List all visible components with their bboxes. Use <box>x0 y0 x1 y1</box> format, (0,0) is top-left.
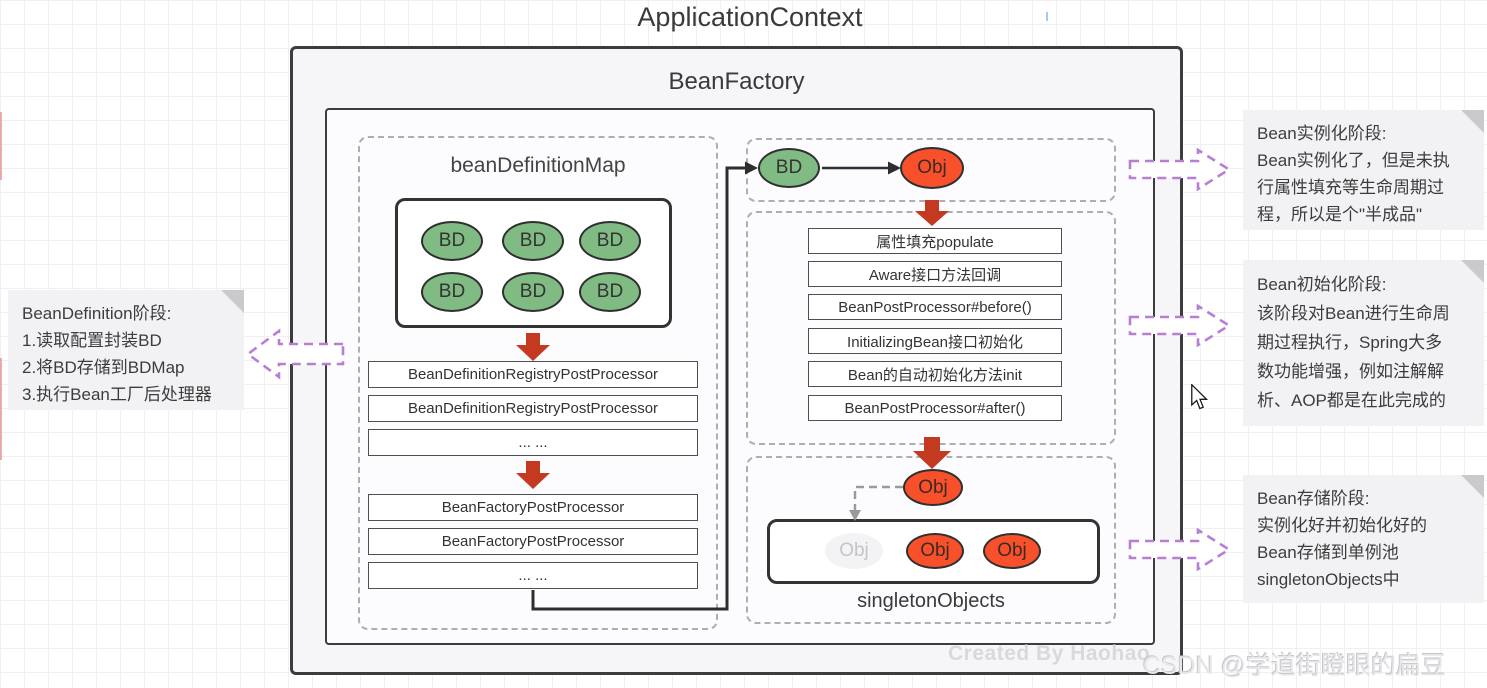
red-down-arrow-icon <box>912 437 952 469</box>
note-line: 行属性填充等生命周期过 <box>1257 178 1444 197</box>
gray-dashed-arrow-icon <box>840 470 915 528</box>
mouse-cursor-icon <box>1190 384 1208 410</box>
note-line: 期过程执行，Spring大多 <box>1257 333 1443 352</box>
red-down-arrow-icon <box>914 200 950 226</box>
red-down-arrow-icon <box>515 333 551 361</box>
note-line: 析、AOP都是在此完成的 <box>1257 391 1446 410</box>
purple-left-arrow-icon <box>245 328 345 380</box>
note-line: 2.将BD存储到BDMap <box>22 358 185 377</box>
note-line: 数功能增强，例如注解解 <box>1257 362 1444 381</box>
obj-node: Obj <box>906 533 964 569</box>
watermark-csdn: CSDN @学道街瞪眼的扁豆 <box>1143 652 1447 680</box>
note-line: 3.执行Bean工厂后处理器 <box>22 385 212 404</box>
lifecycle-step-row: BeanPostProcessor#after() <box>808 395 1062 421</box>
factory-post-processor-ellipsis-row: ... ... <box>368 562 698 589</box>
bd-node: BD <box>502 221 564 261</box>
bean-definition-map-label: beanDefinitionMap <box>450 154 626 177</box>
note-line: 该阶段对Bean进行生命周 <box>1257 304 1450 323</box>
edge-artifact <box>0 112 2 180</box>
note-bean-definition-stage: BeanDefinition阶段: 1.读取配置封装BD 2.将BD存储到BDM… <box>8 290 244 410</box>
bd-node: BD <box>421 221 483 261</box>
lifecycle-step-row: 属性填充populate <box>808 228 1062 254</box>
lifecycle-step-row: InitializingBean接口初始化 <box>808 328 1062 354</box>
note-initialization-stage: Bean初始化阶段: 该阶段对Bean进行生命周 期过程执行，Spring大多 … <box>1243 260 1484 426</box>
purple-right-arrow-icon <box>1128 147 1232 192</box>
edge-artifact <box>1046 12 1048 21</box>
singleton-objects-label: singletonObjects <box>857 590 1005 612</box>
bd-node: BD <box>579 221 641 261</box>
bd-node: BD <box>502 272 564 312</box>
note-line: 1.读取配置封装BD <box>22 331 162 350</box>
registry-post-processor-row: BeanDefinitionRegistryPostProcessor <box>368 395 698 422</box>
note-line: 实例化好并初始化好的 <box>1257 516 1427 535</box>
note-storage-stage: Bean存储阶段: 实例化好并初始化好的 Bean存储到单例池 singleto… <box>1243 475 1484 603</box>
edge-artifact <box>0 358 2 460</box>
bean-factory-label: BeanFactory <box>668 68 805 95</box>
registry-post-processor-ellipsis-row: ... ... <box>368 429 698 456</box>
lifecycle-step-row: BeanPostProcessor#before() <box>808 294 1062 320</box>
obj-node: Obj <box>903 469 963 506</box>
red-down-arrow-icon <box>515 461 551 489</box>
bd-node: BD <box>579 272 641 312</box>
note-line: Bean初始化阶段: <box>1257 275 1387 294</box>
singleton-pool-box <box>767 519 1100 584</box>
bd-node: BD <box>758 148 820 188</box>
note-line: Bean实例化阶段: <box>1257 124 1387 143</box>
note-line: Bean存储阶段: <box>1257 489 1370 508</box>
lifecycle-step-row: Aware接口方法回调 <box>808 261 1062 287</box>
purple-right-arrow-icon <box>1128 303 1232 348</box>
watermark-creator: Created By Haohao <box>948 642 1151 665</box>
note-instantiation-stage: Bean实例化阶段: Bean实例化了，但是未执 行属性填充等生命周期过 程，所… <box>1243 110 1484 230</box>
factory-post-processor-row: BeanFactoryPostProcessor <box>368 494 698 521</box>
note-line: singletonObjects中 <box>1257 570 1400 589</box>
note-line: 程，所以是个"半成品" <box>1257 205 1423 224</box>
factory-post-processor-row: BeanFactoryPostProcessor <box>368 528 698 555</box>
registry-post-processor-row: BeanDefinitionRegistryPostProcessor <box>368 361 698 388</box>
obj-node-faded: Obj <box>825 533 883 569</box>
lifecycle-step-row: Bean的自动初始化方法init <box>808 361 1062 387</box>
note-line: Bean存储到单例池 <box>1257 543 1399 562</box>
obj-node: Obj <box>900 147 964 189</box>
bd-node: BD <box>421 272 483 312</box>
note-line: Bean实例化了，但是未执 <box>1257 151 1450 170</box>
note-line: BeanDefinition阶段: <box>22 304 172 323</box>
purple-right-arrow-icon <box>1128 527 1232 572</box>
obj-node: Obj <box>983 533 1041 569</box>
page-title: ApplicationContext <box>637 2 863 32</box>
